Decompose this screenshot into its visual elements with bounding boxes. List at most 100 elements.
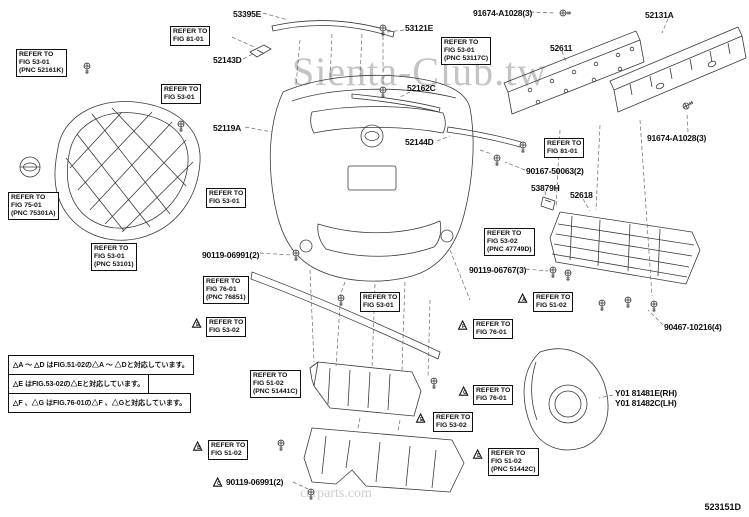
refer-to-line: REFER TO: [94, 245, 129, 252]
part-number-label: 90119-06991(2): [226, 477, 284, 487]
lower-cover-part: [549, 211, 701, 285]
refer-to-line: (PNC 76851): [206, 294, 246, 302]
refer-to-line: (PNC 47749D): [487, 246, 532, 254]
triangle-icon: △: [416, 410, 426, 424]
warning-triangle-marker: △G: [459, 383, 472, 398]
refer-to-line: FIG 53-01: [164, 94, 195, 102]
refer-to-line: REFER TO: [206, 278, 241, 285]
refer-to-line: FIG 81-01: [547, 148, 578, 156]
part-number-label: 91674-A1028(3): [473, 8, 533, 18]
refer-to-line: (PNC 51441C): [253, 388, 298, 396]
refer-to-line: REFER TO: [164, 86, 199, 93]
refer-to-line: REFER TO: [19, 51, 54, 58]
triangle-letter: E: [196, 321, 200, 328]
part-number-label: 90119-06767(3): [469, 265, 527, 275]
warning-triangle-marker: △F: [458, 317, 471, 332]
refer-to-line: REFER TO: [363, 294, 398, 301]
emblem-part: [19, 156, 41, 178]
triangle-letter: C: [217, 480, 221, 487]
refer-to-line: (PNC 52161K): [19, 67, 64, 75]
refer-to-line: FIG 53-02: [209, 327, 240, 335]
refer-to-line: REFER TO: [444, 39, 479, 46]
refer-to-line: REFER TO: [253, 372, 288, 379]
refer-to-line: (PNC 53101): [94, 261, 134, 269]
watermark-bottom: carparts.com: [300, 486, 372, 501]
refer-to-line: REFER TO: [487, 230, 522, 237]
bumper-reinforcement-part: [609, 26, 747, 113]
part-number-label: 90467-10216(4): [664, 322, 722, 332]
refer-to-line: (PNC 51442C): [491, 466, 536, 474]
warning-triangle-marker: △B: [193, 438, 206, 453]
refer-to-line: (PNC 53117C): [444, 55, 489, 63]
refer-to-line: REFER TO: [11, 194, 46, 201]
refer-to-line: FIG 75-01: [11, 202, 42, 210]
bumper-cover-part: [269, 75, 474, 282]
refer-to-line: FIG 76-01: [206, 286, 237, 294]
part-number-label: 52119A: [213, 123, 242, 133]
warning-triangle-marker: △E: [416, 410, 429, 425]
triangle-icon: △: [459, 383, 469, 397]
refer-to-line: REFER TO: [209, 190, 244, 197]
part-number-label: Y01 81481E(RH): [615, 388, 677, 398]
part-number-label: Y01 81482C(LH): [615, 398, 677, 408]
under-cover-rear-part: [303, 427, 465, 493]
lower-molding-part: [250, 271, 441, 360]
refer-to-line: FIG 51-02: [253, 380, 284, 388]
under-cover-front-part: [309, 361, 422, 417]
legend-row-3: △F 、△G はFIG.76-01の△F 、△Gと対応しています。: [8, 393, 192, 413]
triangle-icon: △: [193, 438, 203, 452]
warning-triangle-marker: △C: [213, 474, 226, 489]
part-number-label: 90119-06991(2): [202, 250, 260, 260]
energy-absorber-part: [503, 30, 645, 115]
refer-to-line: REFER TO: [476, 387, 511, 394]
warning-triangle-marker: △E: [192, 315, 205, 330]
part-number-label: 53395E: [233, 9, 262, 19]
refer-to-line: FIG 53-01: [444, 47, 475, 55]
fog-bezel-part: [523, 348, 609, 451]
triangle-letter: F: [462, 323, 466, 330]
refer-to-line: REFER TO: [491, 450, 526, 457]
upper-moldings: [249, 20, 522, 148]
refer-to-line: FIG 76-01: [476, 329, 507, 337]
refer-to-line: FIG 53-01: [19, 59, 50, 67]
refer-to-line: REFER TO: [436, 414, 471, 421]
part-number-label: 53121E: [405, 23, 434, 33]
part-number-label: 52131A: [645, 10, 674, 20]
refer-to-line: REFER TO: [547, 140, 582, 147]
triangle-icon: △: [473, 446, 483, 460]
part-number-label: 91674-A1028(3): [647, 133, 707, 143]
watermark: Sienta-Club.tw: [292, 49, 548, 94]
leader-lines: [231, 11, 689, 490]
triangle-letter: A: [522, 296, 526, 303]
refer-to-line: REFER TO: [211, 442, 246, 449]
refer-to-line: REFER TO: [173, 28, 208, 35]
refer-to-line: FIG 53-01: [209, 198, 240, 206]
part-number-label: 52611: [550, 43, 573, 53]
refer-to-line: FIG 51-02: [536, 302, 567, 310]
refer-to-line: FIG 51-02: [211, 450, 242, 458]
triangle-icon: △: [518, 290, 528, 304]
triangle-icon: △: [213, 474, 223, 488]
refer-to-line: FIG 51-02: [491, 458, 522, 466]
legend-row-2: △E はFIG.53-02の△Eと対応しています。: [8, 374, 150, 394]
triangle-letter: D: [477, 452, 481, 459]
refer-to-line: FIG 53-01: [94, 253, 125, 261]
part-number-label: 52143D: [213, 55, 242, 65]
